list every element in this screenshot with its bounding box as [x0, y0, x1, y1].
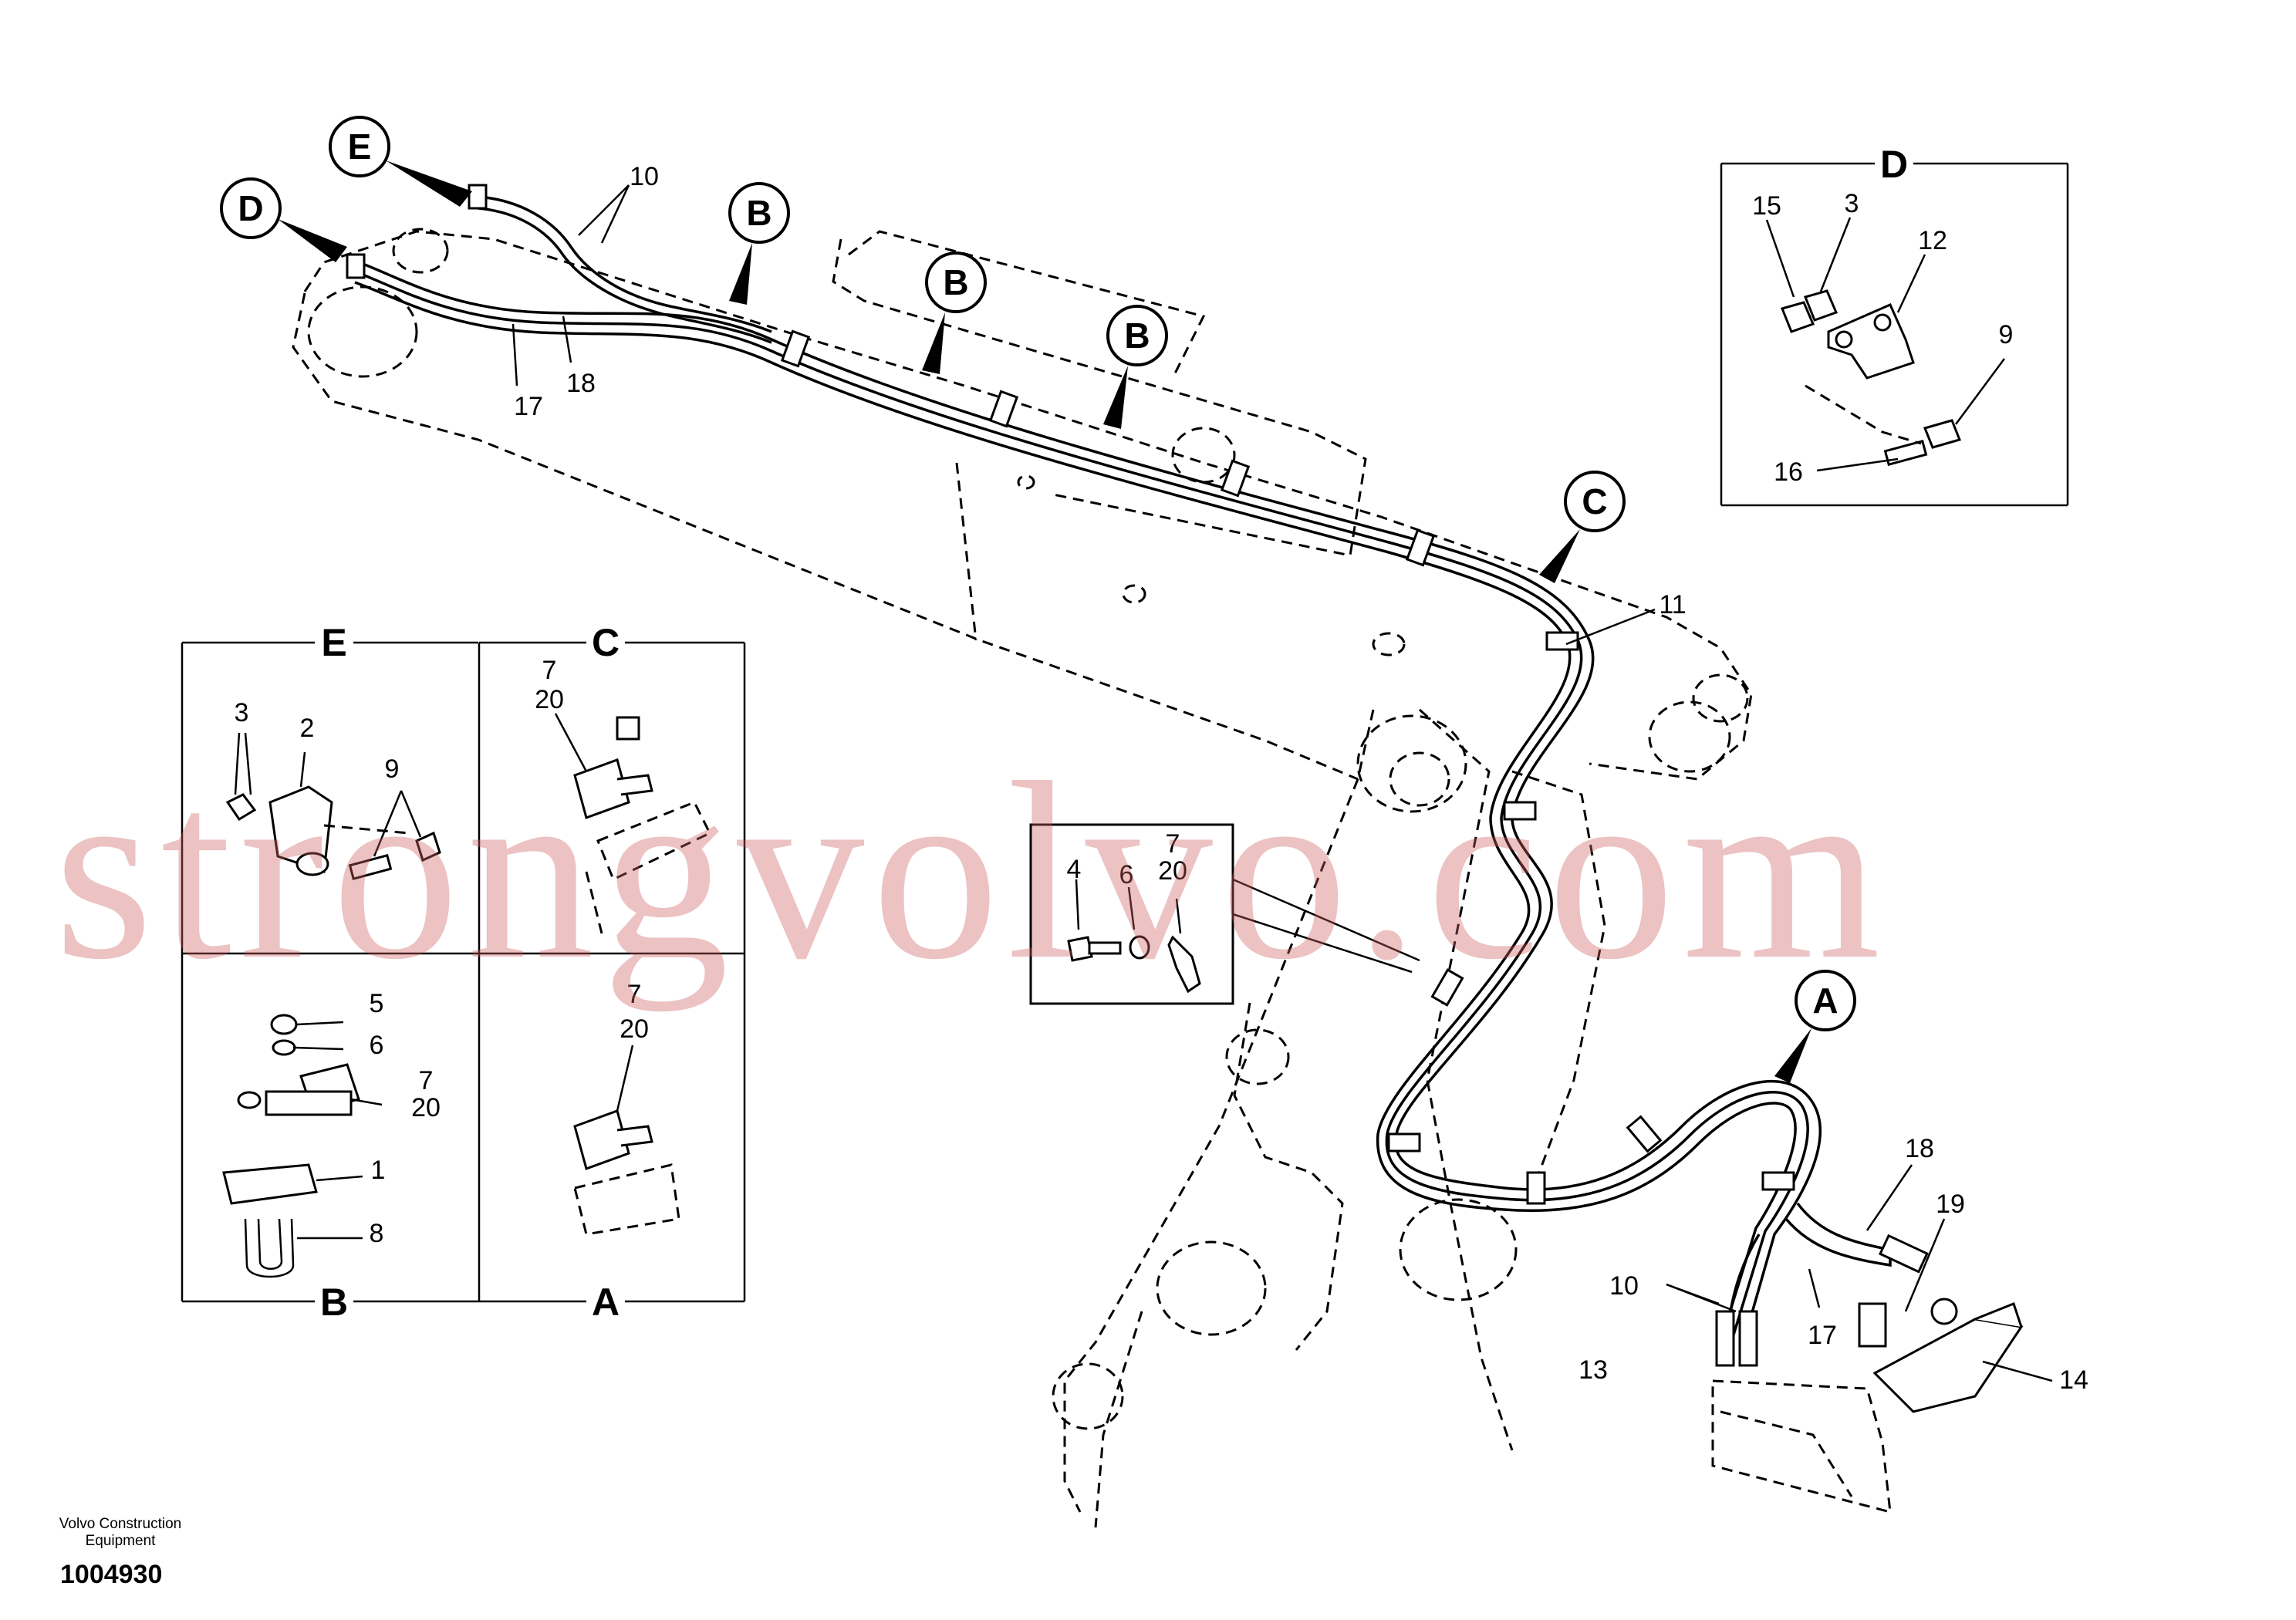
view-b-callout-5: 5: [370, 989, 384, 1018]
view-b-callout-8: 8: [370, 1219, 384, 1248]
detail-callout-6: 6: [1119, 860, 1134, 889]
arm-outline: [1052, 708, 1606, 1528]
view-e-parts: [225, 732, 441, 881]
drawing-number: 1004930: [60, 1560, 163, 1589]
hose-lines: [354, 195, 1892, 1343]
view-c-callout-7: 7: [542, 656, 557, 685]
view-b-title: B: [320, 1281, 348, 1324]
callout-18-top: 18: [566, 369, 596, 398]
view-a-title: A: [592, 1281, 620, 1324]
marker-c: C: [1582, 481, 1607, 521]
view-d-callouts: 15 3 12 9 16: [1752, 189, 2013, 487]
callout-13: 13: [1578, 1355, 1608, 1385]
callout-14: 14: [2059, 1365, 2088, 1395]
view-d-box: [1720, 162, 2069, 507]
bracket-14: [1711, 1298, 2024, 1514]
marker-a: A: [1812, 980, 1838, 1021]
callout-10-bottom: 10: [1609, 1271, 1639, 1301]
callout-18-bottom: 18: [1905, 1134, 1934, 1163]
view-e-callouts: 3 2 9: [235, 698, 400, 784]
view-b-callout-6: 6: [370, 1031, 384, 1060]
view-e-callout-9: 9: [385, 754, 400, 784]
view-e-callout-3: 3: [235, 698, 249, 727]
view-c-parts: [554, 713, 712, 934]
view-d-callout-3: 3: [1845, 189, 1859, 218]
hose-clamps: [346, 184, 1795, 1205]
location-markers: [220, 116, 1856, 1083]
hose-fittings: [1715, 1234, 1929, 1367]
detail-callout-4: 4: [1067, 855, 1082, 884]
view-a-callout-7: 7: [627, 980, 642, 1009]
detail-box: [1029, 823, 1420, 1005]
callout-19: 19: [1936, 1190, 1965, 1219]
detail-callout-7: 7: [1166, 829, 1180, 859]
marker-b-2: B: [943, 262, 968, 302]
view-e-callout-2: 2: [300, 714, 315, 743]
marker-e: E: [348, 127, 372, 167]
callout-10-top: 10: [630, 162, 659, 191]
view-d-callout-9: 9: [1999, 320, 2014, 349]
watermark: strongvolvo.com: [54, 731, 1889, 1012]
view-titles: E C B A D: [320, 143, 1908, 1324]
callout-11: 11: [1659, 590, 1686, 619]
view-a-callout-20: 20: [620, 1014, 649, 1044]
detail-callout-20: 20: [1158, 856, 1187, 886]
view-d-callout-15: 15: [1752, 191, 1781, 221]
view-c-callout-20: 20: [535, 685, 564, 714]
marker-b-1: B: [746, 193, 772, 233]
view-e-title: E: [321, 621, 346, 664]
view-c-callouts: 7 20: [535, 656, 564, 714]
detail-callouts: 4 6 7 20: [1067, 829, 1187, 889]
view-b-callout-7: 7: [419, 1066, 434, 1095]
marker-letters: E D B B B C A: [238, 127, 1838, 1021]
view-d-callout-12: 12: [1918, 226, 1947, 255]
manufacturer-label: Volvo Construction Equipment: [59, 1516, 182, 1549]
view-a-callouts: 7 20: [620, 980, 649, 1044]
main-leaders: [512, 184, 2053, 1382]
marker-b-3: B: [1124, 316, 1150, 356]
main-callout-numbers: 10 17 18 11 18 19 10 17 13 14: [514, 162, 2088, 1395]
view-b-callout-1: 1: [371, 1156, 386, 1185]
view-a-parts: [573, 1045, 680, 1236]
view-b-callout-20: 20: [411, 1093, 441, 1122]
views-grid: [181, 641, 746, 1303]
view-b-callouts: 5 6 7 20 1 8: [370, 989, 441, 1248]
view-d-callout-16: 16: [1774, 457, 1803, 487]
callout-17-top: 17: [514, 392, 543, 421]
view-b-parts: [222, 1014, 383, 1278]
view-c-title: C: [592, 621, 620, 664]
view-d-title: D: [1880, 143, 1908, 186]
boom-outline: [292, 228, 1753, 781]
marker-d: D: [238, 188, 263, 228]
callout-17-bottom: 17: [1808, 1321, 1837, 1350]
